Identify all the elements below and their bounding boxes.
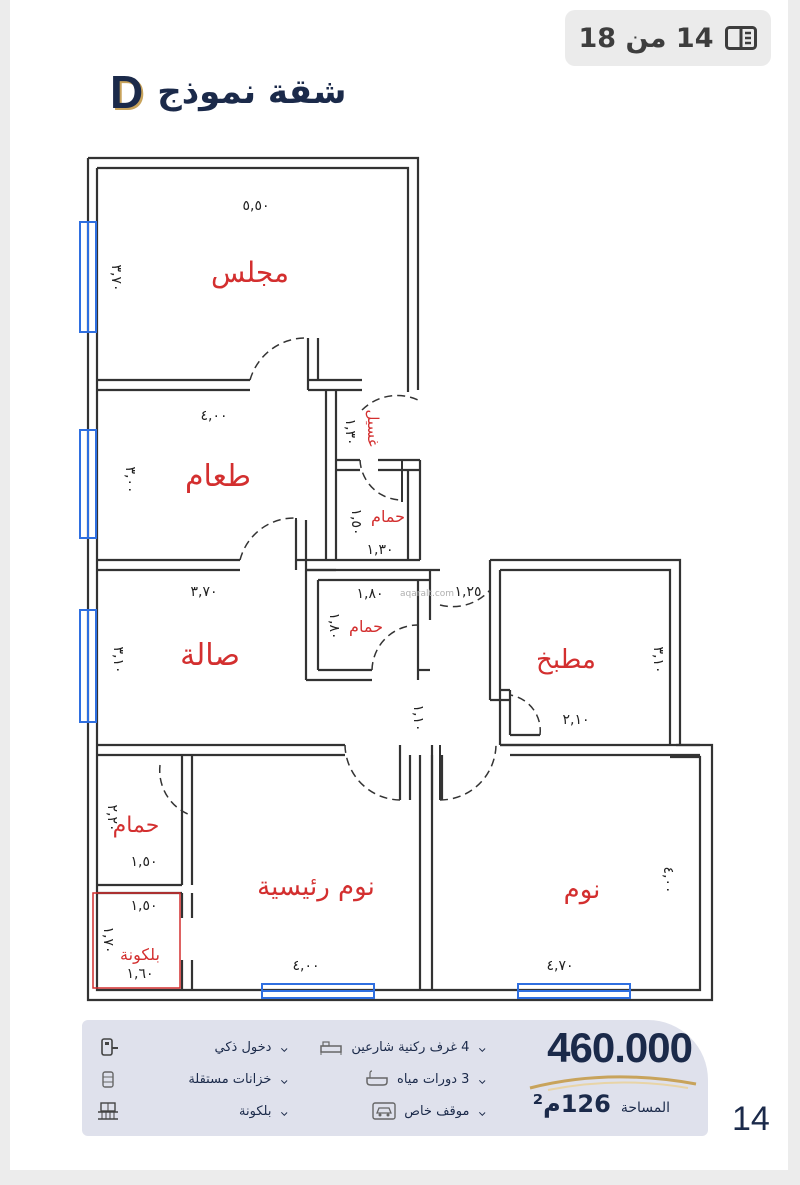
- title-text: شقة نموذج: [157, 72, 347, 112]
- car-icon: [372, 1102, 396, 1120]
- model-letter: D: [110, 66, 144, 118]
- feature-text: بلكونة: [239, 1103, 272, 1119]
- feature-text: 3 دورات مياه: [397, 1071, 470, 1087]
- area-value: 126م²: [532, 1090, 611, 1118]
- brochure-page: 14 من 18 D شقة نموذج: [10, 0, 788, 1170]
- dim-balcony-length: ١,٦٠: [126, 966, 153, 982]
- feature-text: دخول ذكي: [214, 1039, 272, 1055]
- page-number: 14: [732, 1100, 770, 1138]
- dim-bath3-depth: ٢,٢٠: [104, 804, 120, 831]
- dim-dining-width: ٤,٠٠: [200, 408, 227, 424]
- dim-kitchen-width: ٢,١٠: [562, 712, 589, 728]
- room-label-balcony: بلكونة: [120, 945, 160, 965]
- feature-balcony: ⌞ بلكونة: [96, 1102, 291, 1120]
- room-label-kitchen: مطبخ: [536, 645, 596, 675]
- dim-bath1-depth: ١,٥٠: [348, 508, 364, 535]
- dim-balcony-width: ١,٥٠: [130, 898, 157, 914]
- floor-plan: مجلس طعام صالة حمام حمام مطبخ حمام نوم ر…: [79, 156, 714, 1002]
- area-label: المساحة: [620, 1100, 670, 1116]
- dim-balcony-depth: ١,٧٠: [100, 926, 116, 953]
- dim-living-depth: ٣,١٠: [110, 646, 126, 673]
- page-counter-text: 14 من 18: [578, 22, 714, 54]
- dim-majlis-width: ٥,٥٠: [242, 198, 269, 214]
- dim-corridor: ١,٣٠: [342, 418, 358, 445]
- dim-bedroom-width: ٤,٧٠: [546, 958, 573, 974]
- water-tank-icon: [102, 1071, 114, 1088]
- watermark-text: aqaralt.com: [400, 589, 454, 599]
- feature-parking: ⌞ موقف خاص: [304, 1102, 489, 1120]
- dim-passage: ١,٢٥: [454, 584, 481, 600]
- page-title: D شقة نموذج: [110, 62, 370, 122]
- dim-kitchen-depth: ٣,١٠: [650, 646, 666, 673]
- check-icon: ⌞: [472, 1071, 489, 1087]
- dim-dining-depth: ٣,٠٠: [122, 466, 138, 493]
- dim-bath3-width: ١,٥٠: [130, 854, 157, 870]
- dim-bath1-width: ١,٣٠: [366, 542, 393, 558]
- feature-text: خزانات مستقلة: [188, 1071, 272, 1087]
- dim-majlis-depth: ٣,٧٠: [108, 264, 124, 291]
- room-label-bath-3: حمام: [113, 813, 160, 838]
- bed-icon: [320, 1041, 343, 1055]
- room-label-majlis: مجلس: [211, 256, 289, 289]
- room-label-laundry: غسيل: [364, 409, 382, 446]
- smart-lock-icon: [101, 1038, 118, 1056]
- dim-bath2-width: ١,٨٠: [356, 586, 383, 602]
- check-icon: ⌞: [472, 1039, 489, 1055]
- gold-swoosh-decoration: [529, 1075, 697, 1091]
- feature-water-tanks: ⌞ خزانات مستقلة: [96, 1070, 291, 1088]
- balcony-icon: [98, 1102, 118, 1120]
- room-label-living: صالة: [180, 638, 240, 673]
- price: 460.000: [547, 1024, 693, 1071]
- room-label-bath-2: حمام: [349, 617, 383, 636]
- dim-master-width: ٤,٠٠: [292, 958, 319, 974]
- feature-rooms: ⌞ 4 غرف ركنية شارعين: [304, 1038, 489, 1056]
- area-info: المساحة 126م²: [533, 1090, 670, 1118]
- dim-living-width: ٣,٧٠: [190, 584, 217, 600]
- book-pages-icon: [725, 26, 758, 50]
- page-counter[interactable]: 14 من 18: [565, 10, 771, 66]
- room-label-master-bedroom: نوم رئيسية: [257, 872, 375, 902]
- check-icon: ⌞: [274, 1071, 291, 1087]
- check-icon: ⌞: [472, 1103, 489, 1119]
- feature-text: 4 غرف ركنية شارعين: [351, 1039, 470, 1055]
- dim-bedroom-depth: ٤,٠٠: [660, 866, 676, 893]
- dim-bath2-depth: ١,٨٠: [326, 612, 342, 639]
- price-footer: 460.000 المساحة 126م² ⌞ 4 غرف ركنية شارع…: [82, 1020, 708, 1136]
- room-label-bath-1: حمام: [371, 507, 405, 526]
- dim-hall: ١,١٠: [410, 704, 426, 731]
- check-icon: ⌞: [274, 1039, 291, 1055]
- room-label-bedroom: نوم: [564, 875, 601, 905]
- check-icon: ⌞: [274, 1103, 291, 1119]
- feature-text: موقف خاص: [404, 1103, 470, 1119]
- feature-baths: ⌞ 3 دورات مياه: [304, 1070, 489, 1088]
- room-label-dining: طعام: [185, 459, 251, 494]
- feature-smart-entry: ⌞ دخول ذكي: [96, 1038, 291, 1056]
- bathtub-icon: [366, 1070, 388, 1086]
